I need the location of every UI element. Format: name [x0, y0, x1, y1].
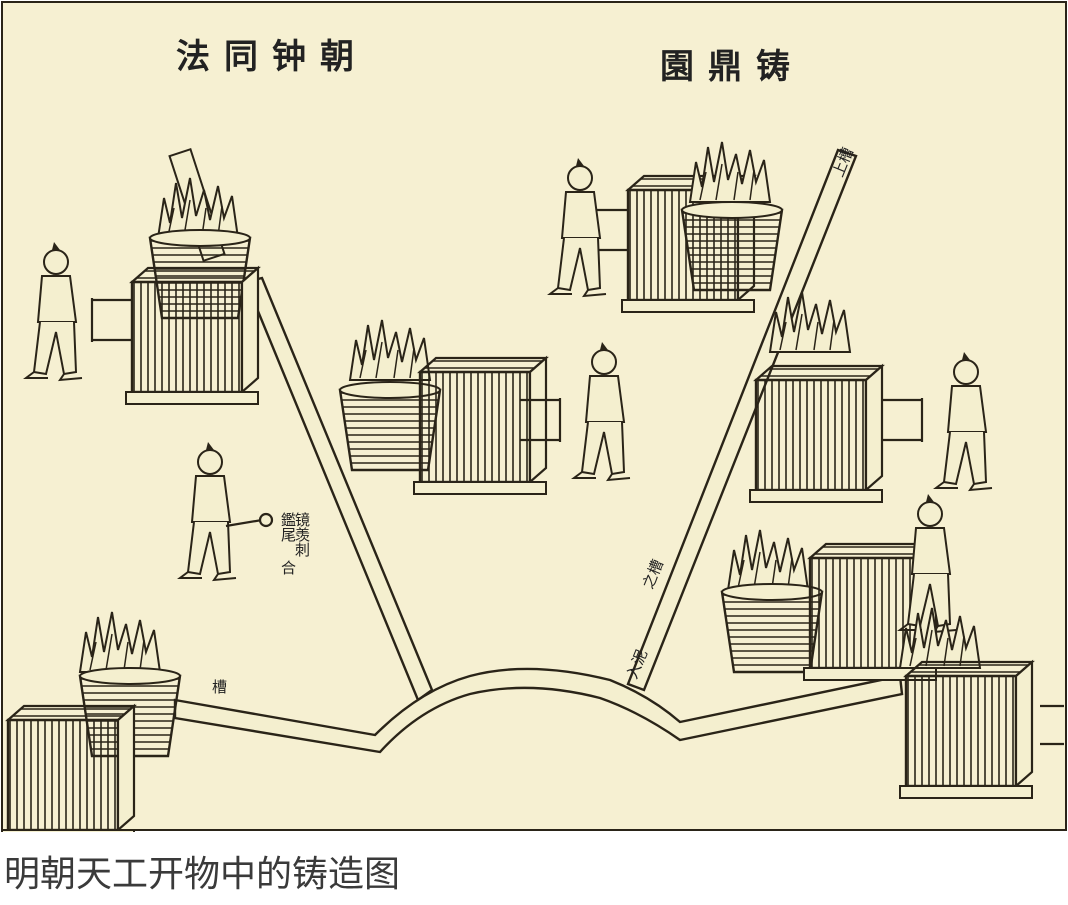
furnace-right-middle	[748, 291, 924, 504]
tool	[225, 518, 263, 528]
title-left: 法同钟朝	[176, 37, 368, 77]
title-right: 園鼎铸	[660, 47, 804, 87]
furnace-center	[338, 319, 562, 496]
casting-illustration: 法同钟朝 園鼎铸 槽 上槽 之槽 入泥 镜羡刺 鑑尾 合	[0, 1, 1067, 832]
svg-text:合: 合	[279, 560, 297, 575]
svg-text:镜羡刺: 镜羡刺	[293, 511, 311, 558]
furnace-left-upper	[90, 148, 260, 406]
furnace-bottom-right	[898, 607, 1064, 800]
image-caption: 明朝天工开物中的铸造图	[4, 854, 401, 895]
furnace-right-top	[596, 141, 784, 314]
svg-text:鑑尾: 鑑尾	[279, 512, 297, 543]
side-label: 镜羡刺 鑑尾 合	[279, 511, 311, 575]
trough-label: 槽	[212, 678, 227, 696]
